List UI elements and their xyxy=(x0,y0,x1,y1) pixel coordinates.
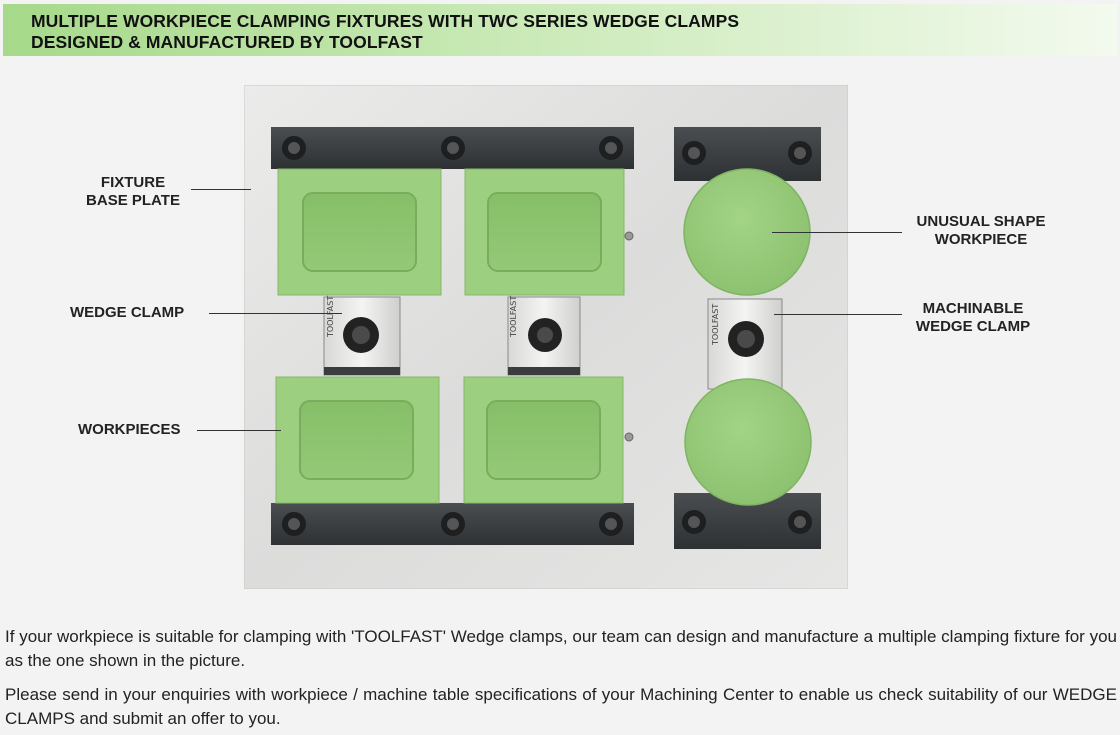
bolt-icon xyxy=(599,136,623,160)
svg-text:TOOLFAST: TOOLFAST xyxy=(711,304,720,346)
workpiece-bottom-left xyxy=(275,376,440,504)
label-unusual-shape-workpiece: UNUSUAL SHAPE WORKPIECE xyxy=(916,213,1046,248)
bolt-icon xyxy=(682,510,706,534)
label-machinable-wedge-clamp: MACHINABLE WEDGE CLAMP xyxy=(915,300,1031,335)
unusual-workpiece-bottom xyxy=(684,378,812,506)
svg-text:TOOLFAST: TOOLFAST xyxy=(326,296,335,338)
title-line-2: DESIGNED & MANUFACTURED BY TOOLFAST xyxy=(31,32,423,52)
wedge-clamp-middle: TOOLFAST xyxy=(507,296,581,376)
locator-pin xyxy=(624,432,634,442)
clamp-bar-bottom-left xyxy=(271,503,634,545)
machinable-wedge-clamp: TOOLFAST xyxy=(707,298,783,390)
label-workpieces: WORKPIECES xyxy=(78,421,181,438)
bolt-icon xyxy=(282,136,306,160)
clamp-bar-top-left xyxy=(271,127,634,169)
bolt-icon xyxy=(441,136,465,160)
bolt-icon xyxy=(441,512,465,536)
bolt-icon xyxy=(788,510,812,534)
workpiece-top-left xyxy=(277,168,442,296)
bolt-icon xyxy=(682,141,706,165)
svg-text:TOOLFAST: TOOLFAST xyxy=(509,296,518,338)
leader-workpieces xyxy=(197,430,281,431)
locator-pin xyxy=(624,231,634,241)
label-wedge-clamp: WEDGE CLAMP xyxy=(70,304,185,321)
title-line-1: MULTIPLE WORKPIECE CLAMPING FIXTURES WIT… xyxy=(31,11,740,31)
leader-fixture-base-plate xyxy=(191,189,251,190)
workpiece-bottom-right xyxy=(463,376,624,504)
description-paragraph-1: If your workpiece is suitable for clampi… xyxy=(5,627,1117,670)
bolt-icon xyxy=(282,512,306,536)
leader-unusual-shape-workpiece xyxy=(772,232,902,233)
clamp-block-bottom-right xyxy=(674,493,821,549)
description-paragraph-2: Please send in your enquiries with workp… xyxy=(5,685,1117,728)
bolt-icon xyxy=(599,512,623,536)
wedge-clamp-left: TOOLFAST xyxy=(323,296,401,376)
clamp-block-top-right xyxy=(674,127,821,181)
bolt-icon xyxy=(788,141,812,165)
workpiece-top-right xyxy=(464,168,625,296)
title-banner: MULTIPLE WORKPIECE CLAMPING FIXTURES WIT… xyxy=(3,4,1117,56)
leader-machinable-wedge-clamp xyxy=(774,314,902,315)
fixture-photo: TOOLFAST TOOLFAST TOOLFAST xyxy=(244,85,848,589)
label-fixture-base-plate: FIXTURE BASE PLATE xyxy=(86,174,180,209)
leader-wedge-clamp xyxy=(209,313,342,314)
